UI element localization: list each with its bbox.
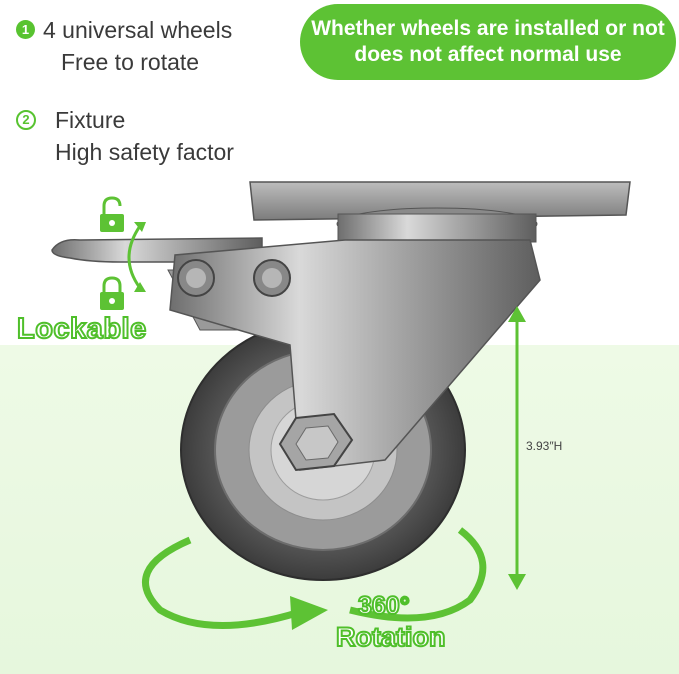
height-arrow-icon	[508, 306, 526, 590]
locked-padlock-icon	[100, 276, 124, 310]
unlocked-padlock-icon	[100, 196, 124, 232]
feature-number-badge: 1	[16, 20, 35, 39]
mounting-plate	[249, 181, 631, 243]
feature-subtitle: High safety factor	[55, 139, 234, 165]
feature-text: Fixture High safety factor	[55, 104, 234, 168]
banner-text: Whether wheels are installed or not does…	[311, 17, 665, 66]
rotate-arrow-icon	[141, 527, 487, 630]
feature-title: 4 universal wheels	[43, 17, 233, 43]
feature-text: 4 universal wheels Free to rotate	[43, 14, 232, 78]
lockable-label: Lockable	[16, 312, 147, 346]
feature-title: Fixture	[55, 107, 126, 133]
rotation-degrees-label: 360°	[357, 591, 411, 621]
feature-number-badge: 2	[16, 110, 36, 130]
swivel-fork	[169, 239, 541, 471]
lock-direction-arrow-icon	[127, 222, 146, 292]
feature-item-fixture: 2 Fixture High safety factor	[16, 104, 234, 168]
height-dimension-label: 3.93″H	[526, 439, 563, 453]
rotation-label: Rotation	[335, 621, 446, 653]
info-banner: Whether wheels are installed or not does…	[300, 4, 676, 80]
feature-item-wheels: 1 4 universal wheels Free to rotate	[16, 14, 234, 78]
feature-list: 1 4 universal wheels Free to rotate 2 Fi…	[16, 14, 234, 168]
feature-subtitle: Free to rotate	[61, 49, 200, 75]
axle-nut	[278, 412, 354, 472]
